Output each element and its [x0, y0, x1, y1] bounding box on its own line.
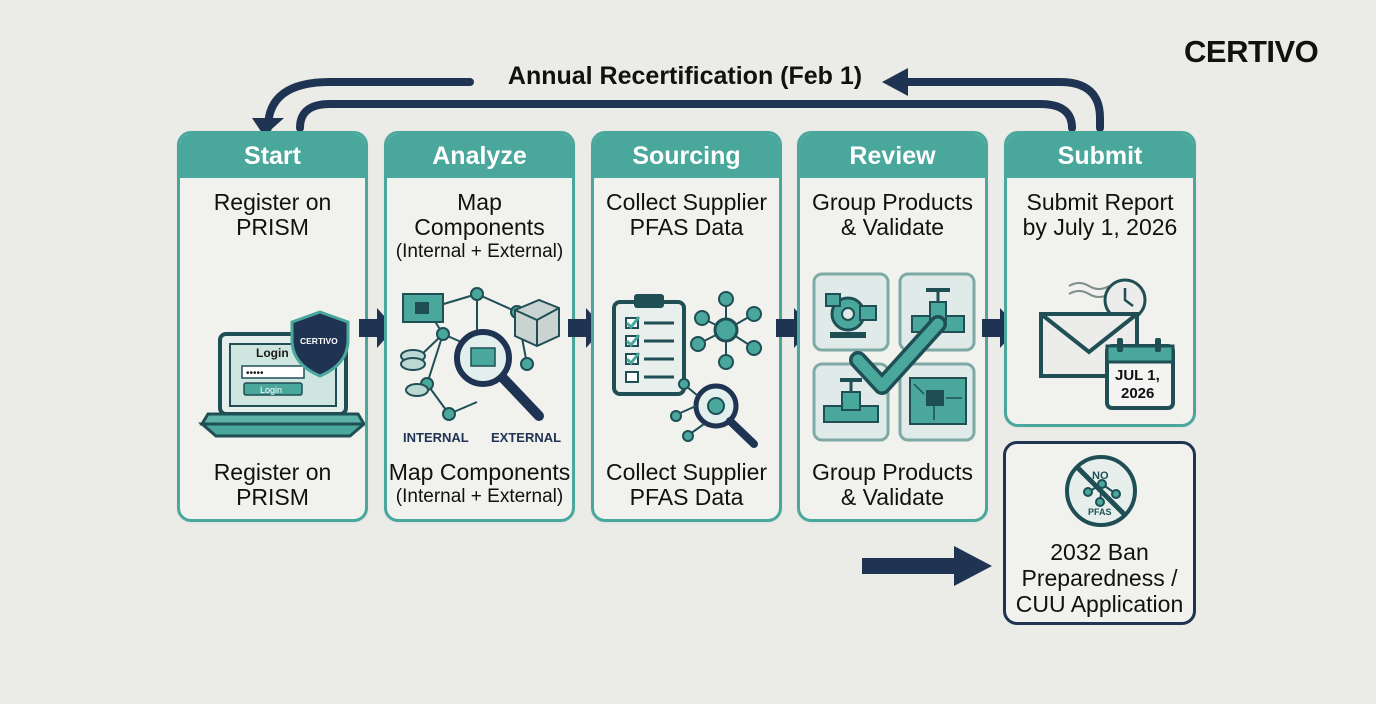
- pfas-badge-text: PFAS: [1088, 507, 1112, 517]
- step-submit-card: Submit Submit Report by July 1, 2026 JUL…: [1004, 131, 1196, 427]
- no-pfas-icon: NO PFAS: [1065, 455, 1137, 527]
- step-analyze-top-line1: Map: [457, 189, 502, 215]
- mail-calendar-icon: JUL 1, 2026: [1039, 278, 1175, 410]
- step-analyze-card: Analyze Map Components (Internal + Exter…: [384, 131, 575, 522]
- step-start-top-line1: Register on: [213, 189, 332, 215]
- certivo-logo: CERTIVO: [1184, 34, 1319, 69]
- step-start-bottom-line1: Register on: [213, 459, 332, 485]
- step-sourcing-top-line1: Collect Supplier: [605, 189, 768, 215]
- step-analyze-top-line2: Components: [414, 214, 545, 240]
- ban-line2: Preparedness /: [1021, 565, 1178, 591]
- step-sourcing-bottom-text: Collect Supplier PFAS Data: [594, 460, 779, 510]
- step-sourcing-top-line2: PFAS Data: [629, 214, 744, 240]
- login-title-text: Login: [256, 346, 289, 360]
- step-review-header: Review: [800, 134, 985, 178]
- step-review-bottom-line2: & Validate: [840, 484, 945, 510]
- step-analyze-bottom-line1: Map Components: [388, 459, 571, 485]
- step-review-card: Review Group Products & Validate G: [797, 131, 988, 522]
- login-button-text: Login: [260, 385, 282, 395]
- step-analyze-header: Analyze: [387, 134, 572, 178]
- step-sourcing-header: Sourcing: [594, 134, 779, 178]
- step-start-card: Start Register on PRISM Login ••••• Logi…: [177, 131, 368, 522]
- step-start-header: Start: [180, 134, 365, 178]
- step-start-bottom-text: Register on PRISM: [180, 460, 365, 510]
- external-label: EXTERNAL: [491, 430, 561, 445]
- password-mask-text: •••••: [246, 368, 264, 379]
- ban-line3: CUU Application: [1015, 591, 1184, 617]
- ban-line1: 2032 Ban: [1050, 539, 1149, 565]
- step-start-bottom-line2: PRISM: [236, 484, 309, 510]
- component-map-icon: INTERNAL EXTERNAL: [400, 287, 561, 445]
- step-analyze-bottom-text: Map Components (Internal + External): [387, 460, 572, 509]
- recertification-label: Annual Recertification (Feb 1): [507, 62, 863, 90]
- supplier-data-icon: [612, 291, 762, 448]
- internal-label: INTERNAL: [403, 430, 469, 445]
- step-submit-header: Submit: [1007, 134, 1193, 178]
- step-analyze-bottom-sub: (Internal + External): [395, 486, 564, 507]
- laptop-login-icon: Login ••••• Login CERTIVO: [197, 310, 365, 438]
- ban-preparedness-card: NO PFAS 2032 Ban Preparedness / CUU Appl…: [1003, 441, 1196, 625]
- shield-text: CERTIVO: [300, 336, 338, 346]
- ban-text: 2032 Ban Preparedness / CUU Application: [1006, 539, 1193, 617]
- step-sourcing-bottom-line2: PFAS Data: [629, 484, 744, 510]
- step-submit-top-line1: Submit Report: [1026, 189, 1174, 215]
- step-analyze-top-sub: (Internal + External): [395, 241, 564, 262]
- step-analyze-top-text: Map Components (Internal + External): [387, 190, 572, 264]
- step-sourcing-top-text: Collect Supplier PFAS Data: [594, 190, 779, 240]
- step-review-top-line2: & Validate: [840, 214, 945, 240]
- step-start-top-line2: PRISM: [236, 214, 309, 240]
- step-submit-top-line2: by July 1, 2026: [1022, 214, 1178, 240]
- step-sourcing-card: Sourcing Collect Supplier PFAS Data Coll…: [591, 131, 782, 522]
- no-badge-text: NO: [1092, 470, 1109, 482]
- validate-products-icon: [812, 272, 976, 442]
- step-review-top-line1: Group Products: [811, 189, 974, 215]
- step-sourcing-bottom-line1: Collect Supplier: [605, 459, 768, 485]
- step-submit-top-text: Submit Report by July 1, 2026: [1007, 190, 1193, 240]
- step-review-bottom-line1: Group Products: [811, 459, 974, 485]
- step-start-top-text: Register on PRISM: [180, 190, 365, 240]
- calendar-line1: JUL 1,: [1115, 367, 1160, 384]
- ban-arrow: [862, 546, 992, 586]
- recertification-loop-arrow: [252, 68, 1104, 136]
- step-review-top-text: Group Products & Validate: [800, 190, 985, 240]
- calendar-line2: 2026: [1121, 385, 1154, 402]
- step-review-bottom-text: Group Products & Validate: [800, 460, 985, 510]
